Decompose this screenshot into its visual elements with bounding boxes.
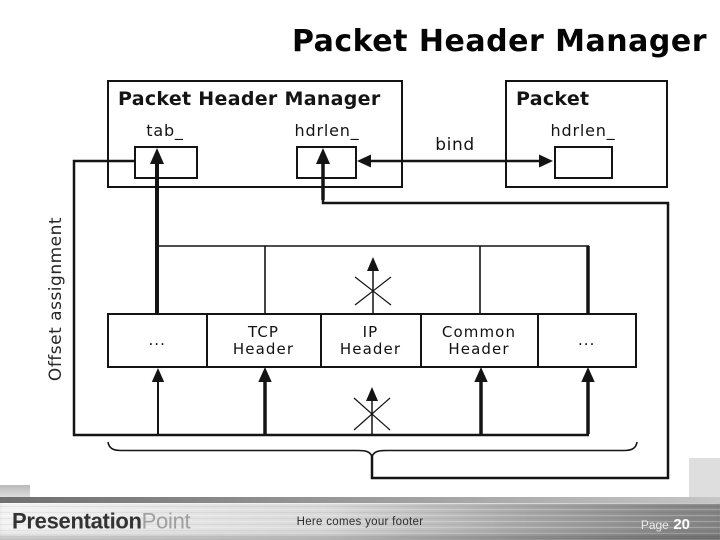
page-label: Page bbox=[640, 518, 669, 532]
offset-assignment-path bbox=[72, 159, 589, 437]
header-cell: ... bbox=[539, 315, 636, 366]
offset-assignment-label: Offset assignment bbox=[46, 216, 66, 382]
presentationpoint-logo: PresentationPoint bbox=[12, 507, 191, 534]
bind-label: bind bbox=[435, 135, 475, 155]
cell-arrow-up bbox=[474, 367, 488, 434]
cell-arrow-up bbox=[581, 367, 595, 434]
header-cell-line1: ... bbox=[148, 331, 167, 349]
footer-bar: PresentationPoint Here comes your footer… bbox=[0, 503, 720, 540]
page-number: 20 bbox=[673, 516, 690, 533]
packet-hdrlen-field-label: hdrlen_ bbox=[550, 121, 616, 140]
upper-row-lines bbox=[155, 245, 590, 313]
cell-arrow-up bbox=[258, 367, 272, 434]
footer-text: Here comes your footer bbox=[296, 516, 424, 528]
logo-primary-text: Presentation bbox=[12, 507, 142, 533]
header-cell: ... bbox=[109, 315, 208, 366]
manager-hdrlen-field-label: hdrlen_ bbox=[294, 121, 360, 140]
header-cell-line1: Common bbox=[441, 322, 517, 341]
header-cell-line1: IP bbox=[362, 322, 379, 341]
packet-box-title: Packet bbox=[516, 88, 590, 110]
logo-secondary-text: Point bbox=[141, 507, 191, 533]
header-cell-line2: Header bbox=[339, 339, 402, 358]
footer-top-band bbox=[0, 497, 720, 503]
packet-hdrlen-field-box bbox=[554, 146, 613, 179]
slide-title: Packet Header Manager bbox=[291, 24, 707, 59]
header-cell-line1: TCP bbox=[247, 322, 280, 341]
header-cell-line2: Header bbox=[232, 339, 295, 358]
tab-field-box bbox=[134, 146, 198, 179]
header-cell-line2: Header bbox=[448, 339, 510, 358]
manager-hdrlen-field-box bbox=[296, 146, 357, 179]
tab-field-label: tab_ bbox=[146, 121, 184, 140]
cell-arrow-up bbox=[151, 368, 165, 434]
page-indicator: Page 20 bbox=[641, 516, 690, 534]
underbrace bbox=[107, 441, 638, 459]
crossed-arrow-lower bbox=[353, 387, 391, 434]
slide-corner-shadow bbox=[0, 485, 30, 497]
crossed-arrow-upper bbox=[354, 257, 392, 313]
slide-edge-shadow bbox=[689, 458, 720, 497]
header-cell-line1: ... bbox=[577, 331, 596, 349]
packet-header-manager-box-title: Packet Header Manager bbox=[118, 88, 381, 110]
